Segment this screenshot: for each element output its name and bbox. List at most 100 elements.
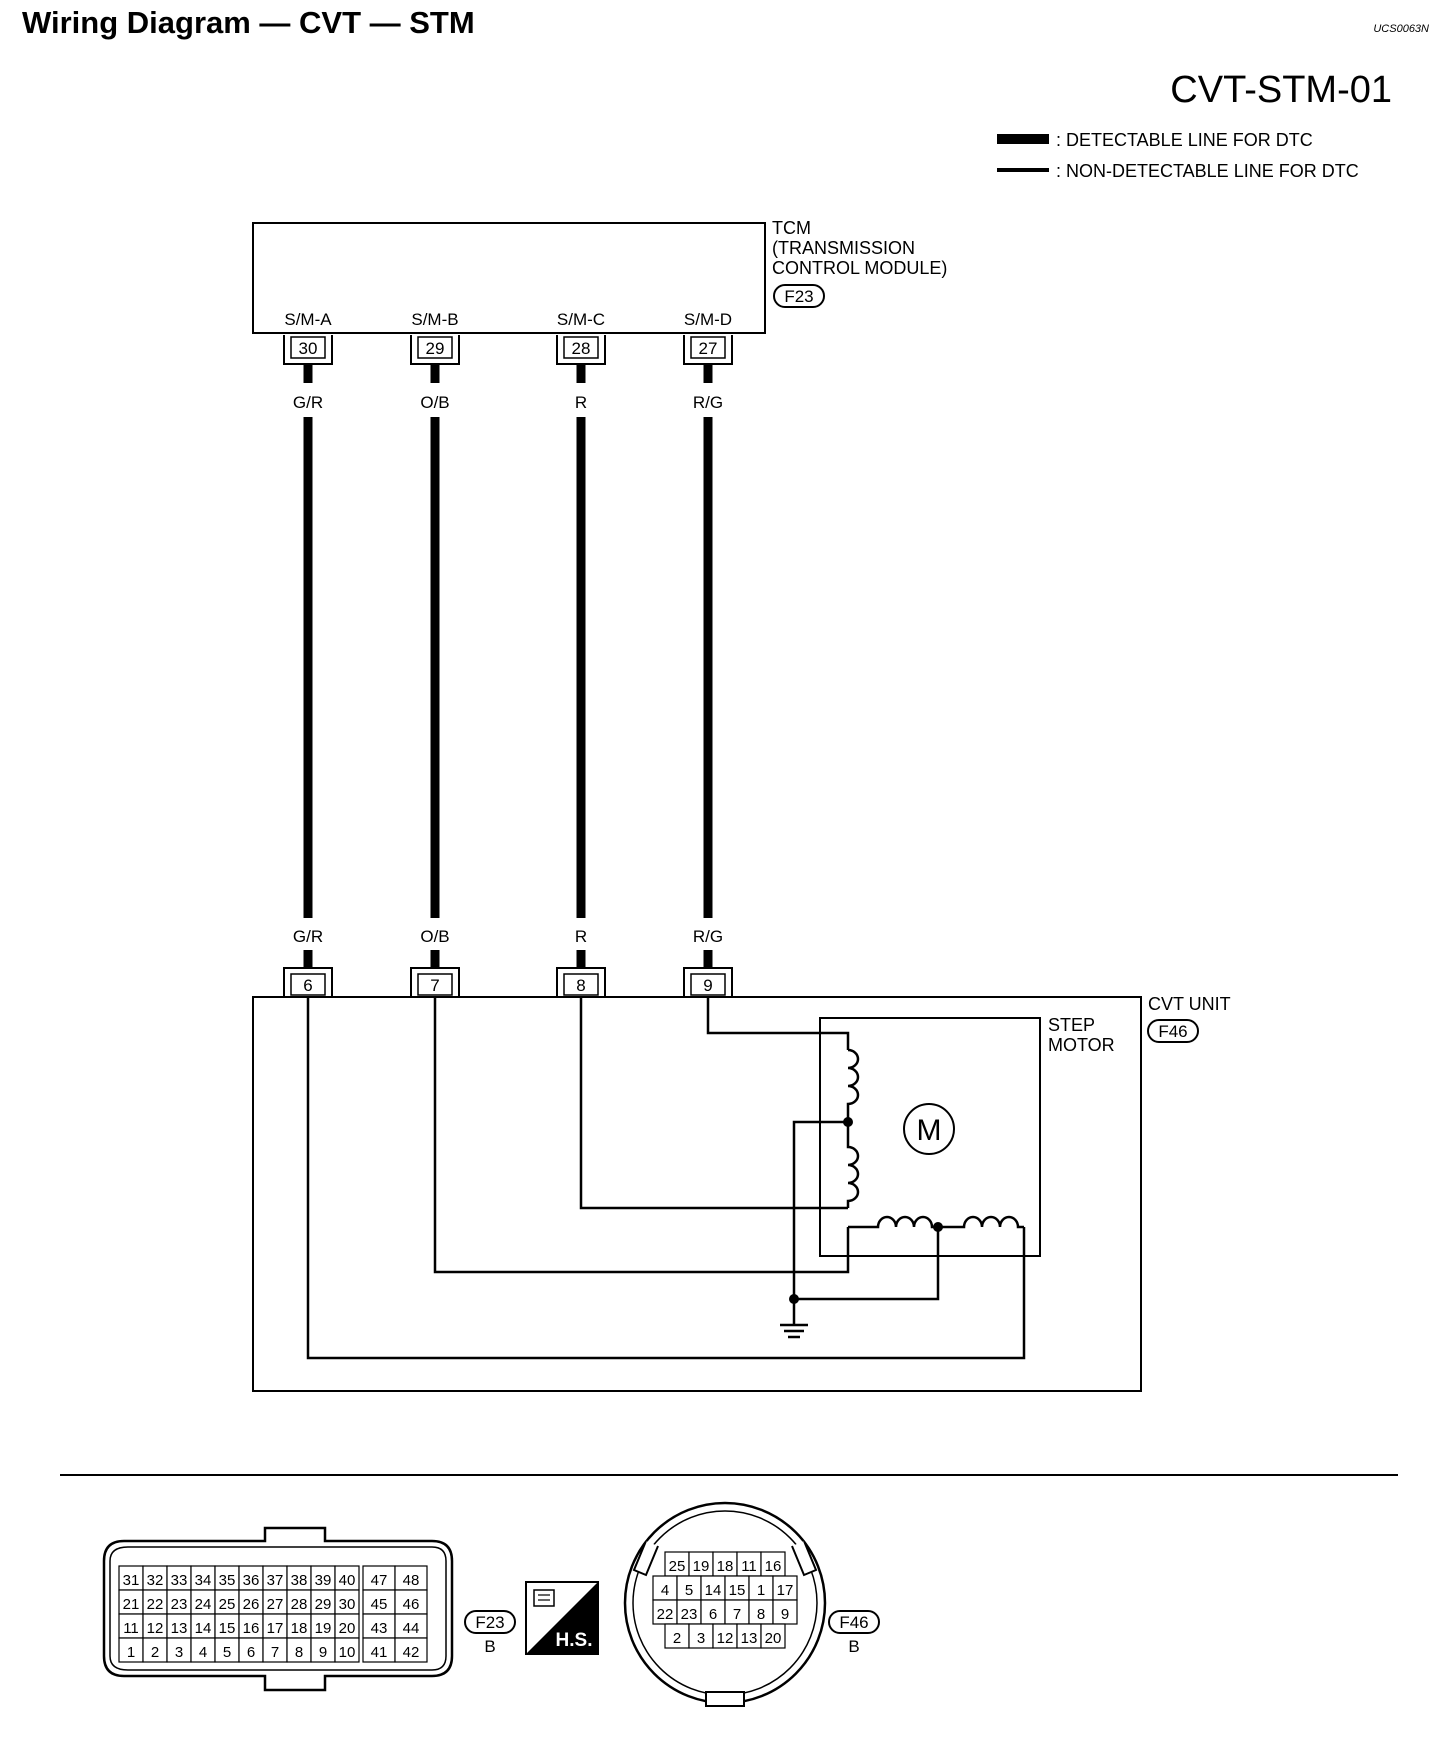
harness-wires [303, 364, 713, 968]
pin-cell [417, 336, 453, 359]
cvt-terminal-8: R 8 [556, 927, 606, 997]
pin-number: 22 [657, 1606, 674, 1623]
pin-number: 46 [403, 1596, 420, 1613]
f46-connector-badge [828, 1610, 880, 1634]
connector-f23-inner-outline [109, 1546, 447, 1671]
cvt-connector-id: F46 [1158, 1022, 1187, 1041]
pin-cavity [700, 1599, 726, 1625]
pin-number: 8 [576, 976, 585, 995]
pin-cavity [310, 1613, 336, 1639]
signal-label: S/M-D [684, 310, 732, 329]
wire-color-label: R/G [693, 927, 723, 946]
pin-cavity [334, 1589, 360, 1615]
pin-number: 15 [729, 1582, 746, 1599]
pin-number: 47 [371, 1572, 388, 1589]
cvt-terminal-9: R/G 9 [683, 927, 733, 997]
pin-cavity [362, 1637, 396, 1663]
pin-number: 9 [319, 1644, 327, 1661]
pin-number: 34 [195, 1572, 212, 1589]
pin-number: 31 [123, 1572, 140, 1589]
pin-cavity [166, 1637, 192, 1663]
pin-number: 30 [299, 339, 318, 358]
pin-number: 41 [371, 1644, 388, 1661]
pin-cavity [736, 1623, 762, 1649]
pin-number: 36 [243, 1572, 260, 1589]
pin-number: 44 [403, 1620, 420, 1637]
pin-number: 15 [219, 1620, 236, 1637]
pin-number: 9 [703, 976, 712, 995]
wire-color-label: R [575, 393, 587, 412]
pin-number: 14 [705, 1582, 722, 1599]
cvt-unit-label: CVT UNIT [1148, 994, 1231, 1014]
signal-label: S/M-C [557, 310, 605, 329]
pin-number: 23 [171, 1596, 188, 1613]
pin-number: 32 [147, 1572, 164, 1589]
pin-number: 27 [699, 339, 718, 358]
pin-cavity [362, 1613, 396, 1639]
pin-cell [690, 336, 726, 359]
pin-housing [556, 967, 606, 997]
signal-label: S/M-A [284, 310, 332, 329]
pin-cavity [118, 1589, 144, 1615]
pin-number: 13 [171, 1620, 188, 1637]
coil-upper [846, 1048, 860, 1139]
junction-dot [843, 1117, 853, 1127]
pin-cavity [362, 1565, 396, 1591]
tcm-connector-badge [773, 284, 825, 308]
pin-number: 3 [697, 1630, 705, 1647]
step-motor-label: STEP [1048, 1015, 1095, 1035]
pin-number: 6 [709, 1606, 717, 1623]
step-motor-label-line2: MOTOR [1048, 1035, 1115, 1055]
pin-number: 17 [777, 1582, 794, 1599]
pin-housing [283, 967, 333, 997]
pin-number: 8 [757, 1606, 765, 1623]
pin-cavity [310, 1589, 336, 1615]
pin-cavity [118, 1613, 144, 1639]
pin-cavity [166, 1565, 192, 1591]
harness-side-badge: H.S. [525, 1581, 599, 1655]
wire-pin6 [306, 997, 1026, 1360]
cvt-terminal-7: O/B 7 [410, 927, 460, 997]
pin-cell [290, 973, 326, 996]
pin-number: 18 [291, 1620, 308, 1637]
wire-color-label: O/B [420, 927, 449, 946]
pin-number: 9 [781, 1606, 789, 1623]
pin-number: 20 [339, 1620, 356, 1637]
tcm-terminal-d: S/M-D 27 R/G [683, 310, 733, 412]
pin-number: 29 [315, 1596, 332, 1613]
tcm-terminal-c: S/M-C 28 R [556, 310, 606, 412]
pin-cavity [142, 1613, 168, 1639]
pin-number: 11 [123, 1620, 139, 1637]
hs-badge-shade [526, 1582, 598, 1654]
cvt-unit-box [252, 996, 1142, 1392]
pin-cavity [334, 1637, 360, 1663]
pin-number: 10 [339, 1644, 356, 1661]
pin-cavity [760, 1551, 786, 1577]
tcm-connector-id: F23 [784, 287, 813, 306]
pin-cavity [394, 1589, 428, 1615]
connector-glyph-icon [533, 1589, 555, 1607]
pin-number: 6 [247, 1644, 255, 1661]
step-motor-box [819, 1017, 1041, 1257]
pin-number: 4 [199, 1644, 207, 1661]
hs-badge-label: H.S. [556, 1630, 593, 1651]
f23-connector-color: B [484, 1637, 495, 1656]
pin-cavity [394, 1637, 428, 1663]
non-detectable-line-swatch [997, 168, 1049, 172]
wire-color-label: R/G [693, 393, 723, 412]
f23-connector-id: F23 [475, 1613, 504, 1632]
pin-number: 1 [757, 1582, 765, 1599]
wire-pin9-top-coil [706, 997, 850, 1050]
junction-dot [789, 1294, 799, 1304]
pin-number: 5 [685, 1582, 693, 1599]
pin-cell [690, 973, 726, 996]
pin-cavity [238, 1613, 264, 1639]
pin-number: 2 [673, 1630, 681, 1647]
pin-cavity [286, 1613, 312, 1639]
pin-number: 4 [661, 1582, 669, 1599]
pin-number: 8 [295, 1644, 303, 1661]
pin-number: 7 [733, 1606, 741, 1623]
